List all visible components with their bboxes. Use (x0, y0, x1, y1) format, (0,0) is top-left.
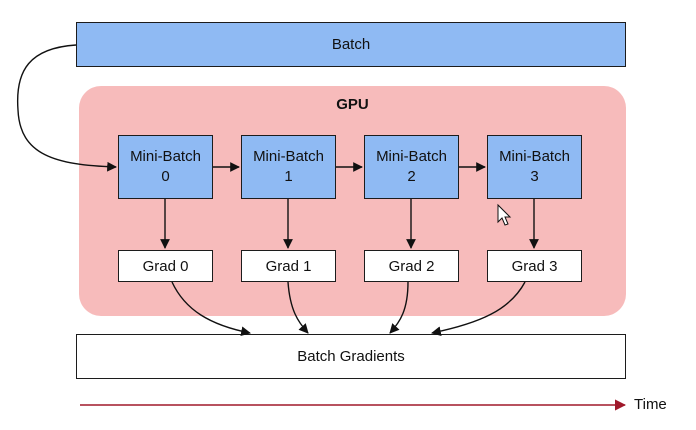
mini-batch-2: Mini-Batch 2 (364, 135, 459, 199)
mini-batch-3-title: Mini-Batch (499, 148, 570, 165)
mini-batch-0: Mini-Batch 0 (118, 135, 213, 199)
batch-gradients-box: Batch Gradients (76, 334, 626, 379)
grad-2-label: Grad 2 (388, 257, 435, 275)
grad-0-label: Grad 0 (142, 257, 189, 275)
gpu-label: GPU (336, 96, 369, 113)
grad-1-label: Grad 1 (265, 257, 312, 275)
grad-1: Grad 1 (241, 250, 336, 282)
grad-3: Grad 3 (487, 250, 582, 282)
mini-batch-1: Mini-Batch 1 (241, 135, 336, 199)
batch-box: Batch (76, 22, 626, 67)
grad-2: Grad 2 (364, 250, 459, 282)
mini-batch-3: Mini-Batch 3 (487, 135, 582, 199)
grad-0: Grad 0 (118, 250, 213, 282)
mini-batch-3-index: 3 (530, 168, 539, 185)
mini-batch-0-title: Mini-Batch (130, 148, 201, 165)
batch-gradients-label: Batch Gradients (297, 348, 405, 365)
batch-label: Batch (331, 36, 371, 53)
grad-3-label: Grad 3 (511, 257, 558, 275)
mini-batch-2-title: Mini-Batch (376, 148, 447, 165)
mini-batch-1-index: 1 (284, 168, 293, 185)
mini-batch-2-index: 2 (407, 168, 416, 185)
mini-batch-0-index: 0 (161, 168, 170, 185)
time-label: Time (634, 396, 667, 413)
mini-batch-1-title: Mini-Batch (253, 148, 324, 165)
